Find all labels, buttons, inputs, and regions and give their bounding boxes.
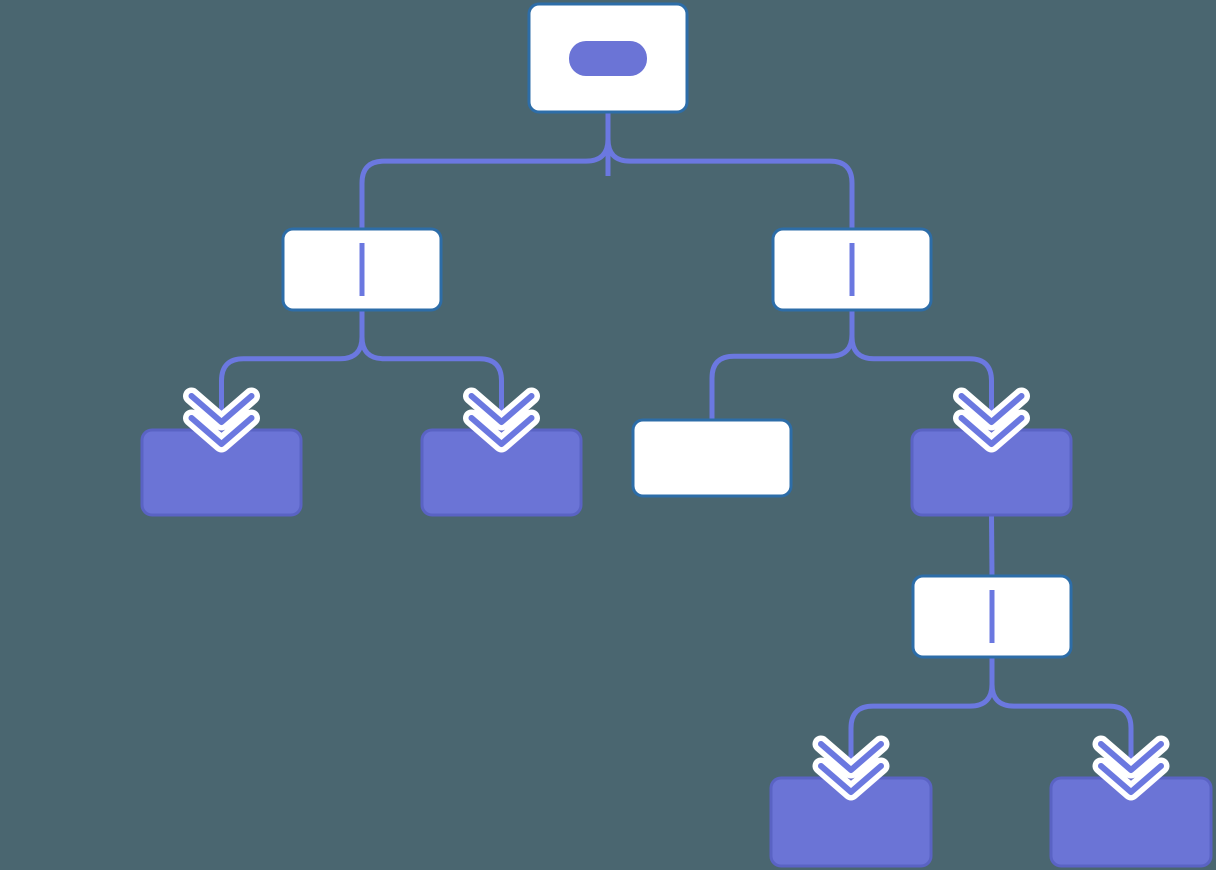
level3-node-white[interactable]: [631, 418, 793, 498]
arrowhead-e-l2b-l3d-group: [953, 387, 1030, 453]
arrowhead-e-l2a-l3a: [188, 393, 255, 447]
edge-e-l3d-l4: [989, 514, 995, 577]
through-line-layer: [359, 243, 995, 643]
edge-e-root-l2a: [359, 112, 611, 229]
arrowhead-e-l2a-l3b-group: [463, 387, 540, 453]
arrowhead-e-l4-l5a: [818, 741, 884, 795]
arrowhead-e-l4-l5b: [1098, 741, 1164, 795]
node-layer: [140, 2, 1213, 868]
arrowhead-e-l2a-l3b: [468, 393, 535, 447]
arrowhead-e-l2b-l3d: [958, 393, 1025, 447]
arrowhead-e-l2a-l3a-group: [183, 387, 260, 453]
arrowhead-e-l4-l5b-group: [1092, 735, 1170, 801]
level3-node-white-shape[interactable]: [631, 418, 793, 498]
root-badge-pill[interactable]: [569, 41, 647, 76]
edge-e-l2b-l3d: [849, 310, 994, 426]
edge-e-l4-l5b: [989, 657, 1134, 774]
edge-e-l2b-l3c: [709, 310, 855, 420]
edge-e-root-l2b: [605, 112, 855, 229]
arrowhead-e-l4-l5a-group: [812, 735, 890, 801]
edge-layer: [219, 60, 1134, 774]
edge-e-l2a-l3b: [359, 310, 504, 426]
arrowhead-layer: [183, 387, 1170, 801]
root-badge[interactable]: [569, 41, 647, 76]
